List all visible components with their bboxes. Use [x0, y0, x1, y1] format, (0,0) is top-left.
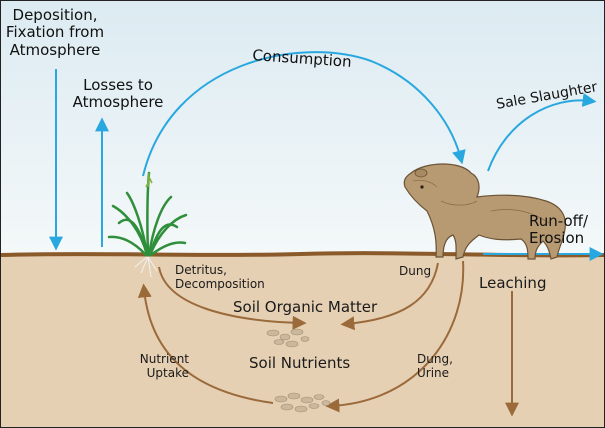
losses-label: Losses to Atmosphere: [69, 77, 167, 112]
runoff-label: Run-off/ Erosion: [529, 213, 588, 248]
detritus-label: Detritus, Decomposition: [175, 264, 265, 292]
deposition-label: Deposition, Fixation from Atmosphere: [5, 7, 105, 59]
soil-nutrients-label: Soil Nutrients: [249, 355, 350, 372]
dung-urine-label: Dung, Urine: [417, 353, 453, 381]
dung-label: Dung: [399, 265, 431, 279]
nutrient-uptake-label: Nutrient Uptake: [107, 353, 189, 381]
leaching-label: Leaching: [479, 275, 546, 292]
soil-organic-matter-label: Soil Organic Matter: [233, 299, 377, 316]
